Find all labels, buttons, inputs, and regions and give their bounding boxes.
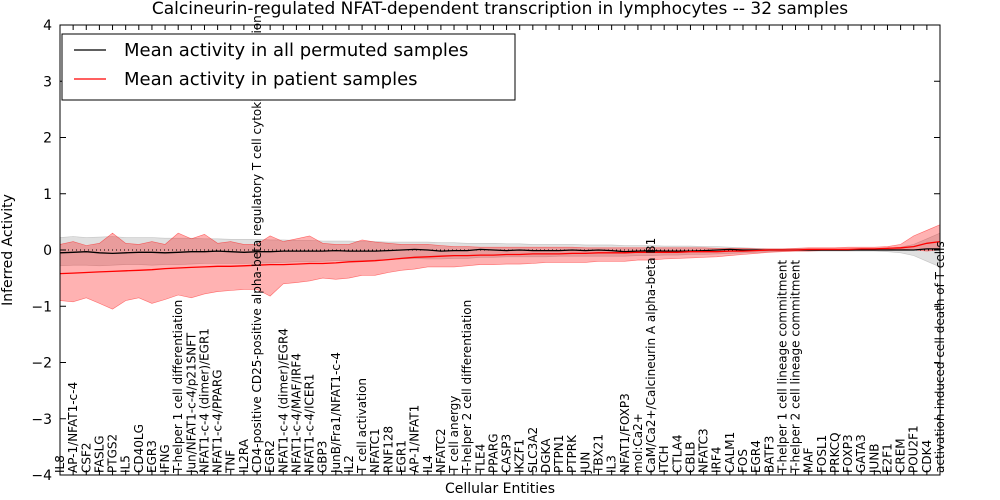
legend-label: Mean activity in all permuted samples: [124, 40, 468, 61]
x-tick-label: NFAT1-c-4 (dimer)/EGR1: [198, 328, 212, 473]
x-tick-label: FOSL1: [815, 435, 829, 473]
x-tick-label: TBX21: [592, 434, 606, 474]
x-tick-label: IL2RA: [237, 438, 251, 473]
x-tick-label: T cell anergy: [447, 396, 461, 474]
x-tick-label: DGKA: [539, 438, 553, 473]
x-tick-label: CALM1: [723, 432, 737, 473]
legend: Mean activity in all permuted samplesMea…: [61, 33, 516, 101]
y-tick-label: −4: [31, 468, 52, 484]
x-tick-label: FASLG: [92, 435, 106, 473]
x-tick-label: IFNG: [158, 444, 172, 473]
x-tick-label: T cell activation: [355, 378, 369, 474]
x-tick-label: TNF: [224, 450, 238, 474]
x-tick-label: PTGS2: [106, 434, 120, 473]
x-tick-label: IKZF1: [513, 439, 527, 473]
x-tick-label: T-helper 1 cell differentiation: [171, 300, 185, 474]
x-tick-label: BATF3: [762, 436, 776, 473]
y-tick-label: −2: [31, 356, 52, 372]
x-tick-label: TLE4: [473, 444, 487, 474]
x-tick-label: CD4-positive CD25-positive alpha-beta re…: [250, 15, 264, 473]
x-tick-label: PRKCQ: [828, 432, 842, 473]
x-tick-label: CD40LG: [132, 424, 146, 473]
y-tick-label: 1: [43, 187, 52, 203]
x-tick-label: PTPN1: [552, 435, 566, 473]
x-tick-label: GBP3: [316, 441, 330, 473]
x-tick-label: PPARG: [486, 433, 500, 473]
y-tick-label: 2: [43, 131, 52, 147]
x-tick-label: NFAT1-c-4/MAF/IRF4: [289, 353, 303, 473]
x-tick-label: EGR1: [395, 440, 409, 473]
x-tick-label: NFATC1: [368, 428, 382, 473]
x-tick-label: CSF2: [79, 442, 93, 473]
y-tick-label: −1: [31, 299, 52, 315]
x-tick-label: NFATC2: [434, 428, 448, 473]
plot-area: [59, 224, 941, 310]
x-tick-label: CTLA4: [670, 434, 684, 473]
x-tick-label: ITCH: [657, 445, 671, 473]
x-tick-label: IL8: [53, 455, 67, 473]
x-tick-label: AP-1/NFAT1: [408, 405, 422, 473]
x-tick-label: IL2: [342, 455, 356, 473]
y-axis: −4 −3 −2 −1 0 1 2 3 4: [31, 18, 940, 484]
x-tick-label: T-helper 1 cell lineage commitment: [775, 260, 789, 474]
x-tick-label: JUN: [578, 452, 592, 474]
x-tick-label: FOXP3: [841, 434, 855, 473]
x-tick-label: IRF4: [710, 447, 724, 473]
x-tick-label: EGR2: [263, 440, 277, 473]
x-tick-label: CASP3: [500, 434, 514, 473]
y-tick-label: 4: [43, 18, 52, 34]
y-tick-label: 0: [43, 243, 52, 259]
x-tick-label: NFATC3: [697, 428, 711, 473]
x-tick-label: CDK4: [920, 440, 934, 473]
x-tick-label: SLC3A2: [526, 427, 540, 473]
x-tick-label: NFAT1-c-4 (dimer)/EGR4: [276, 328, 290, 473]
y-tick-label: −3: [31, 412, 52, 428]
x-axis-label: Cellular Entities: [445, 481, 555, 497]
x-tick-label: PTPRK: [565, 434, 579, 473]
x-tick-label: RNF128: [381, 426, 395, 473]
x-tick-label: T-helper 2 cell differentiation: [460, 300, 474, 474]
x-tick-label: CBLB: [683, 441, 697, 473]
x-tick-label: CREM: [894, 438, 908, 473]
x-tick-label: IL4: [421, 455, 435, 473]
x-tick-label: NFAT1/FOXP3: [618, 393, 632, 473]
x-tick-label: EGR4: [749, 440, 763, 473]
legend-label: Mean activity in patient samples: [124, 69, 418, 90]
x-tick-label: mol:Ca2+: [631, 413, 645, 473]
x-tick-label: Jun/NFAT1-c-4/p21SNFT: [184, 332, 198, 474]
y-tick-label: 3: [43, 74, 52, 90]
x-tick-label: E2F1: [881, 443, 895, 473]
chart-title: Calcineurin-regulated NFAT-dependent tra…: [152, 0, 848, 19]
y-axis-label: Inferred Activity: [0, 194, 16, 306]
x-tick-label: FOS: [736, 449, 750, 473]
series-line-2: [59, 240, 941, 275]
x-tick-label: NFAT1-c-4/ICER1: [303, 374, 317, 473]
x-tick-label: IL5: [119, 455, 133, 473]
x-tick-label: IL3: [605, 455, 619, 473]
x-tick-label: POU2F1: [907, 425, 921, 473]
x-tick-label: MAF: [802, 447, 816, 473]
x-tick-label: CaM/Ca2+/Calcineurin A alpha-beta B1: [644, 238, 658, 473]
x-tick-label: T-helper 2 cell lineage commitment: [789, 260, 803, 474]
x-tick-label: activation-induced cell death of T cells: [933, 241, 947, 473]
x-tick-label: GATA3: [854, 434, 868, 473]
x-tick-label: EGR3: [145, 440, 159, 473]
x-tick-label: NFAT1-c-4/PPARG: [211, 369, 225, 473]
x-tick-label: AP-1/NFAT1-c-4: [66, 382, 80, 473]
legend-box: [61, 33, 516, 101]
x-tick-label: JUNB: [867, 443, 881, 474]
x-tick-label: JunB/Fra1/NFAT1-c-4: [329, 352, 343, 474]
